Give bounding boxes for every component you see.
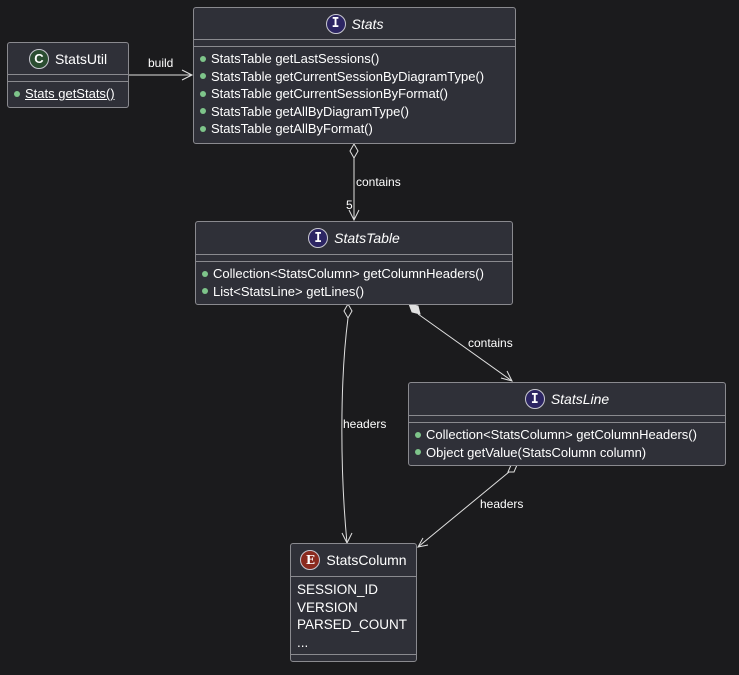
method-list: StatsTable getLastSessions() StatsTable … [194, 47, 515, 142]
method-list: Collection<StatsColumn> getColumnHeaders… [409, 423, 725, 465]
enum-value: SESSION_ID [297, 582, 379, 597]
public-method-icon [415, 449, 421, 456]
relation-table-contains-diamond [408, 303, 421, 315]
enum-statscolumn[interactable]: E StatsColumn SESSION_ID VERSION PARSED_… [290, 543, 417, 662]
method-item: StatsTable getCurrentSessionByFormat() [200, 85, 509, 103]
relation-stats-contains-diamond [349, 142, 359, 160]
method-item: Stats getStats() [14, 85, 122, 103]
relation-table-headers-label: headers [343, 417, 387, 431]
method-item: StatsTable getAllByDiagramType() [200, 103, 509, 121]
public-method-icon [200, 108, 206, 115]
method-list: Collection<StatsColumn> getColumnHeaders… [196, 262, 512, 304]
class-header: I StatsLine [409, 383, 725, 416]
relation-line-headers-line [417, 471, 510, 548]
fields-separator [194, 40, 515, 47]
enum-badge-icon: E [300, 550, 321, 570]
relation-line-headers-arrowhead [417, 537, 429, 548]
method-item: Object getValue(StatsColumn column) [415, 444, 719, 462]
relation-stats-contains-arrowhead [348, 209, 360, 222]
public-method-icon [200, 55, 206, 62]
method-item: List<StatsLine> getLines() [202, 283, 506, 301]
enum-value: PARSED_COUNT [297, 617, 408, 632]
method-item: Collection<StatsColumn> getColumnHeaders… [202, 265, 506, 283]
class-header: I StatsTable [196, 222, 512, 255]
public-method-icon [200, 73, 206, 80]
relation-line-headers-diamond [507, 464, 518, 473]
class-name: StatsUtil [54, 50, 108, 67]
fields-separator [8, 75, 128, 82]
method-item: StatsTable getAllByFormat() [200, 120, 509, 138]
interface-stats[interactable]: I Stats StatsTable getLastSessions() Sta… [193, 7, 516, 144]
interface-badge-icon: I [308, 228, 329, 248]
relation-stats-contains-label: contains [356, 175, 401, 189]
public-method-icon [200, 125, 206, 132]
relation-table-headers-diamond [343, 302, 353, 320]
method-list: Stats getStats() [8, 82, 128, 107]
enum-values: SESSION_ID VERSION PARSED_COUNT ... [291, 577, 416, 655]
fields-separator [196, 255, 512, 262]
interface-badge-icon: I [325, 13, 346, 34]
relation-multiplicity-label: 5 [346, 198, 353, 212]
relation-table-contains-line [417, 313, 513, 382]
public-method-icon [202, 288, 208, 295]
enum-value: ... [297, 634, 309, 650]
class-header: I Stats [194, 8, 515, 40]
fields-separator [409, 416, 725, 423]
relation-table-contains-label: contains [468, 336, 513, 350]
class-header: E StatsColumn [291, 544, 416, 577]
interface-statsline[interactable]: I StatsLine Collection<StatsColumn> getC… [408, 382, 726, 466]
class-statsutil[interactable]: C StatsUtil Stats getStats() [7, 42, 129, 108]
class-name: Stats [351, 15, 384, 32]
public-method-icon [14, 90, 20, 97]
public-method-icon [415, 431, 421, 438]
interface-statstable[interactable]: I StatsTable Collection<StatsColumn> get… [195, 221, 513, 305]
class-header: C StatsUtil [8, 43, 128, 75]
method-item: Collection<StatsColumn> getColumnHeaders… [415, 426, 719, 444]
class-name: StatsColumn [326, 552, 407, 568]
enum-value: VERSION [297, 599, 358, 615]
method-item: StatsTable getCurrentSessionByDiagramTyp… [200, 68, 509, 86]
interface-badge-icon: I [524, 389, 545, 409]
relation-build-arrowhead [181, 69, 194, 81]
public-method-icon [200, 90, 206, 97]
relation-table-headers-line [341, 317, 349, 544]
method-item: StatsTable getLastSessions() [200, 50, 509, 68]
relation-line-headers-label: headers [480, 497, 524, 511]
public-method-icon [202, 270, 208, 277]
class-name: StatsTable [334, 230, 400, 246]
relation-build-label: build [148, 56, 174, 70]
relation-table-contains-arrowhead [500, 370, 513, 382]
class-badge-icon: C [28, 48, 49, 69]
class-name: StatsLine [550, 391, 610, 407]
